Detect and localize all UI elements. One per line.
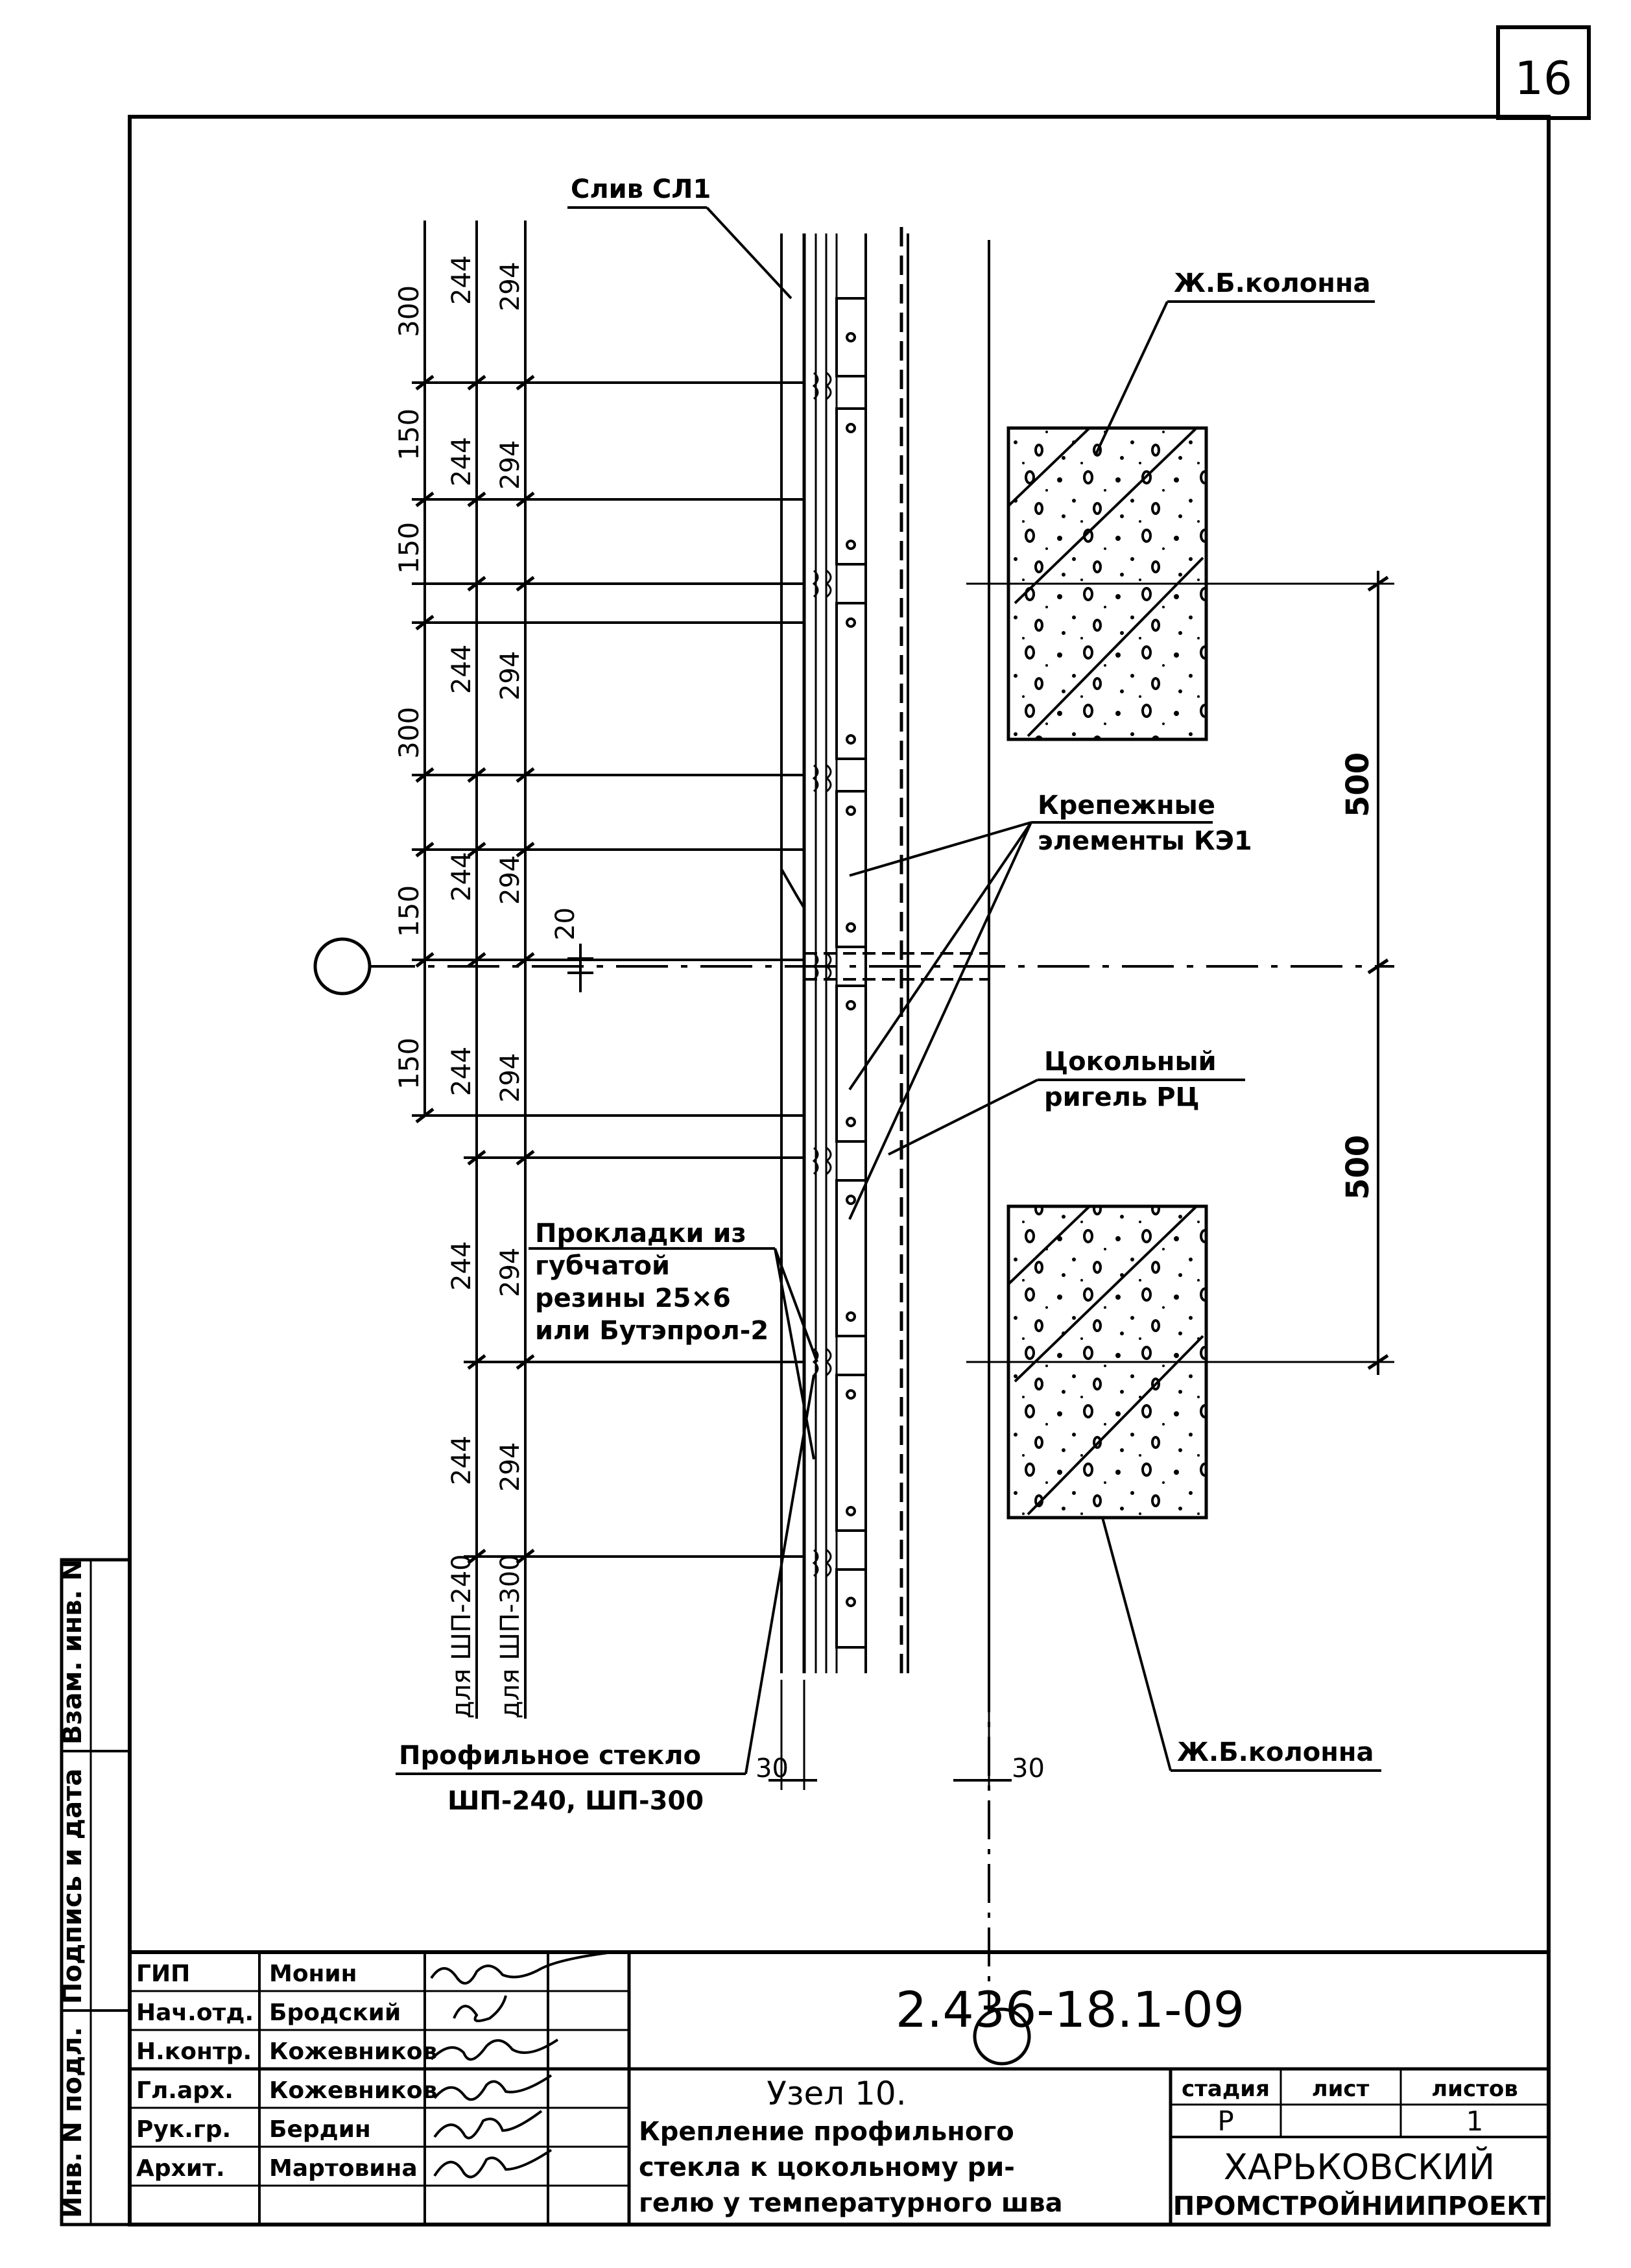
caption-shp-300: для ШП-300 <box>495 1554 525 1719</box>
svg-text:294: 294 <box>495 651 525 700</box>
dim-30-right: 30 <box>1012 1754 1045 1784</box>
caption-shp-240: для ШП-240 <box>447 1554 477 1719</box>
callout-gaskets-4: или Бутэпрол-2 <box>535 1316 768 1346</box>
staff-role: Н.контр. <box>136 2038 252 2065</box>
svg-text:294: 294 <box>495 1053 525 1103</box>
sheet-header: лист <box>1312 2076 1370 2102</box>
title-block <box>128 1950 1551 2226</box>
svg-text:244: 244 <box>447 437 477 486</box>
svg-text:244: 244 <box>447 256 477 305</box>
sheets-value: 1 <box>1466 2105 1484 2137</box>
svg-text:294: 294 <box>495 855 525 905</box>
staff-role: Архит. <box>136 2155 225 2182</box>
callout-rigel-1: Цокольный <box>1044 1047 1217 1077</box>
dim-150-b: 150 <box>393 522 425 574</box>
axis-marker-left <box>313 937 372 996</box>
dims-col1: 300 150 150 300 150 150 <box>393 285 425 1090</box>
staff-name: Мартовина <box>269 2155 418 2182</box>
svg-text:294: 294 <box>495 1248 525 1297</box>
callout-fasteners-1: Крепежные <box>1038 791 1215 820</box>
sheet-number: 16 <box>1514 52 1572 105</box>
staff-name: Бердин <box>269 2116 371 2143</box>
svg-text:294: 294 <box>495 440 525 490</box>
axis-marker-bottom <box>973 2007 1031 2066</box>
dim-150-a: 150 <box>393 409 425 460</box>
svg-text:244: 244 <box>447 1047 477 1096</box>
callout-sliv: Слив СЛ1 <box>571 174 711 204</box>
svg-text:294: 294 <box>495 262 525 311</box>
svg-text:244: 244 <box>447 1436 477 1485</box>
svg-text:294: 294 <box>495 1442 525 1492</box>
svg-text:244: 244 <box>447 852 477 901</box>
staff-name: Монин <box>269 1961 357 1987</box>
callout-rigel-2: ригель РЦ <box>1044 1082 1200 1112</box>
callout-column-top: Ж.Б.колонна <box>1174 269 1371 298</box>
side-stamp-replace: Взам. инв. N <box>58 1559 88 1745</box>
side-stamp: Инв. N подл. Подпись и дата Взам. инв. N <box>58 1558 132 2226</box>
dim-150-c: 150 <box>393 885 425 937</box>
staff-role: Рук.гр. <box>136 2116 231 2143</box>
dim-150-d: 150 <box>393 1038 425 1090</box>
staff-rows: ГИП Монин Нач.отд. Бродский Н.контр. Кож… <box>136 1961 437 2182</box>
callout-column-bottom: Ж.Б.колонна <box>1177 1737 1374 1767</box>
callout-gaskets-3: резины 25×6 <box>535 1283 731 1313</box>
drawing-description-1: Крепление профильного <box>639 2117 1014 2147</box>
dim-joint-gap: 20 <box>551 907 580 940</box>
drawing-description-3: гелю у температурного шва <box>639 2188 1063 2218</box>
callout-glass-1: Профильное стекло <box>399 1741 701 1771</box>
callout-glass-2: ШП-240, ШП-300 <box>447 1786 704 1816</box>
drawing-description-2: стекла к цокольному ри- <box>639 2153 1015 2182</box>
svg-text:244: 244 <box>447 1241 477 1291</box>
staff-name: Кожевников <box>269 2077 437 2104</box>
drawing-subject: Узел 10. <box>767 2075 906 2112</box>
side-stamp-inv: Инв. N подл. <box>58 2027 88 2218</box>
section-drawing <box>313 206 1394 2066</box>
callout-gaskets-1: Прокладки из <box>535 1219 746 1248</box>
dim-300-b: 300 <box>393 707 425 759</box>
dims-col3: 294 294 294 294 294 294 294 для ШП-300 <box>495 262 525 1719</box>
staff-role: Гл.арх. <box>136 2077 233 2104</box>
staff-name: Бродский <box>269 1999 401 2026</box>
dims-col2: 244 244 244 244 244 244 244 для ШП-240 <box>447 256 477 1719</box>
side-stamp-sign: Подпись и дата <box>58 1769 88 2004</box>
dim-500-bottom: 500 <box>1340 1135 1376 1200</box>
sheets-header: листов <box>1431 2076 1518 2102</box>
callout-gaskets-2: губчатой <box>535 1251 670 1281</box>
staff-role: ГИП <box>136 1961 190 1987</box>
drawing-code: 2.436-18.1-09 <box>896 1981 1244 2038</box>
stage-header: стадия <box>1182 2076 1270 2102</box>
dim-500-top: 500 <box>1340 752 1376 817</box>
signatures <box>430 1951 613 2178</box>
org-name-1: ХАРЬКОВСКИЙ <box>1224 2147 1495 2188</box>
dim-30-left: 30 <box>756 1754 789 1784</box>
staff-role: Нач.отд. <box>136 1999 254 2026</box>
stage-value: Р <box>1217 2105 1233 2137</box>
dim-300-a: 300 <box>393 285 425 337</box>
org-name-2: ПРОМСТРОЙНИИПРОЕКТ <box>1173 2190 1546 2221</box>
svg-text:244: 244 <box>447 645 477 694</box>
staff-name: Кожевников <box>269 2038 437 2065</box>
callout-fasteners-2: элементы КЭ1 <box>1038 826 1252 856</box>
